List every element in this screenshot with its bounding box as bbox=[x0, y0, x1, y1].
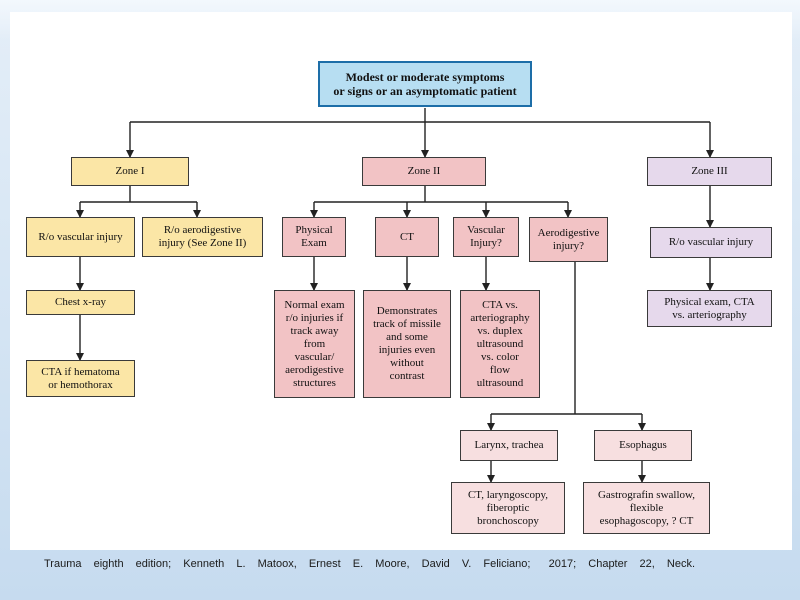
root-node: Modest or moderate symptoms or signs or … bbox=[318, 61, 532, 107]
zone2-vascular-result-node: CTA vs. arteriography vs. duplex ultraso… bbox=[460, 290, 540, 398]
zone2-larynx-node: Larynx, trachea bbox=[460, 430, 558, 461]
zone2-larynx-tests-node: CT, laryngoscopy, fiberoptic bronchoscop… bbox=[451, 482, 565, 534]
zone1-node: Zone I bbox=[71, 157, 189, 186]
zone2-physical-exam-node: Physical Exam bbox=[282, 217, 346, 257]
zone2-node: Zone II bbox=[362, 157, 486, 186]
zone3-tests-node: Physical exam, CTA vs. arteriography bbox=[647, 290, 772, 327]
zone2-esophagus-node: Esophagus bbox=[594, 430, 692, 461]
zone2-vascular-node: Vascular Injury? bbox=[453, 217, 519, 257]
zone1-vascular-node: R/o vascular injury bbox=[26, 217, 135, 257]
zone2-esophagus-tests-node: Gastrografin swallow, flexible esophagos… bbox=[583, 482, 710, 534]
zone3-vascular-node: R/o vascular injury bbox=[650, 227, 772, 258]
flowchart-connectors bbox=[76, 108, 714, 483]
zone1-chest-xray-node: Chest x-ray bbox=[26, 290, 135, 315]
zone2-ct-node: CT bbox=[375, 217, 439, 257]
flowchart-panel: Modest or moderate symptoms or signs or … bbox=[10, 12, 792, 550]
zone2-aerodigestive-node: Aerodigestive injury? bbox=[529, 217, 608, 262]
zone1-aerodigestive-node: R/o aerodigestive injury (See Zone II) bbox=[142, 217, 263, 257]
zone2-physical-exam-result-node: Normal exam r/o injuries if track away f… bbox=[274, 290, 355, 398]
zone2-ct-result-node: Demonstrates track of missile and some i… bbox=[363, 290, 451, 398]
citation-text: Trauma eighth edition; Kenneth L. Matoox… bbox=[44, 558, 696, 570]
zone1-cta-node: CTA if hematoma or hemothorax bbox=[26, 360, 135, 397]
zone3-node: Zone III bbox=[647, 157, 772, 186]
